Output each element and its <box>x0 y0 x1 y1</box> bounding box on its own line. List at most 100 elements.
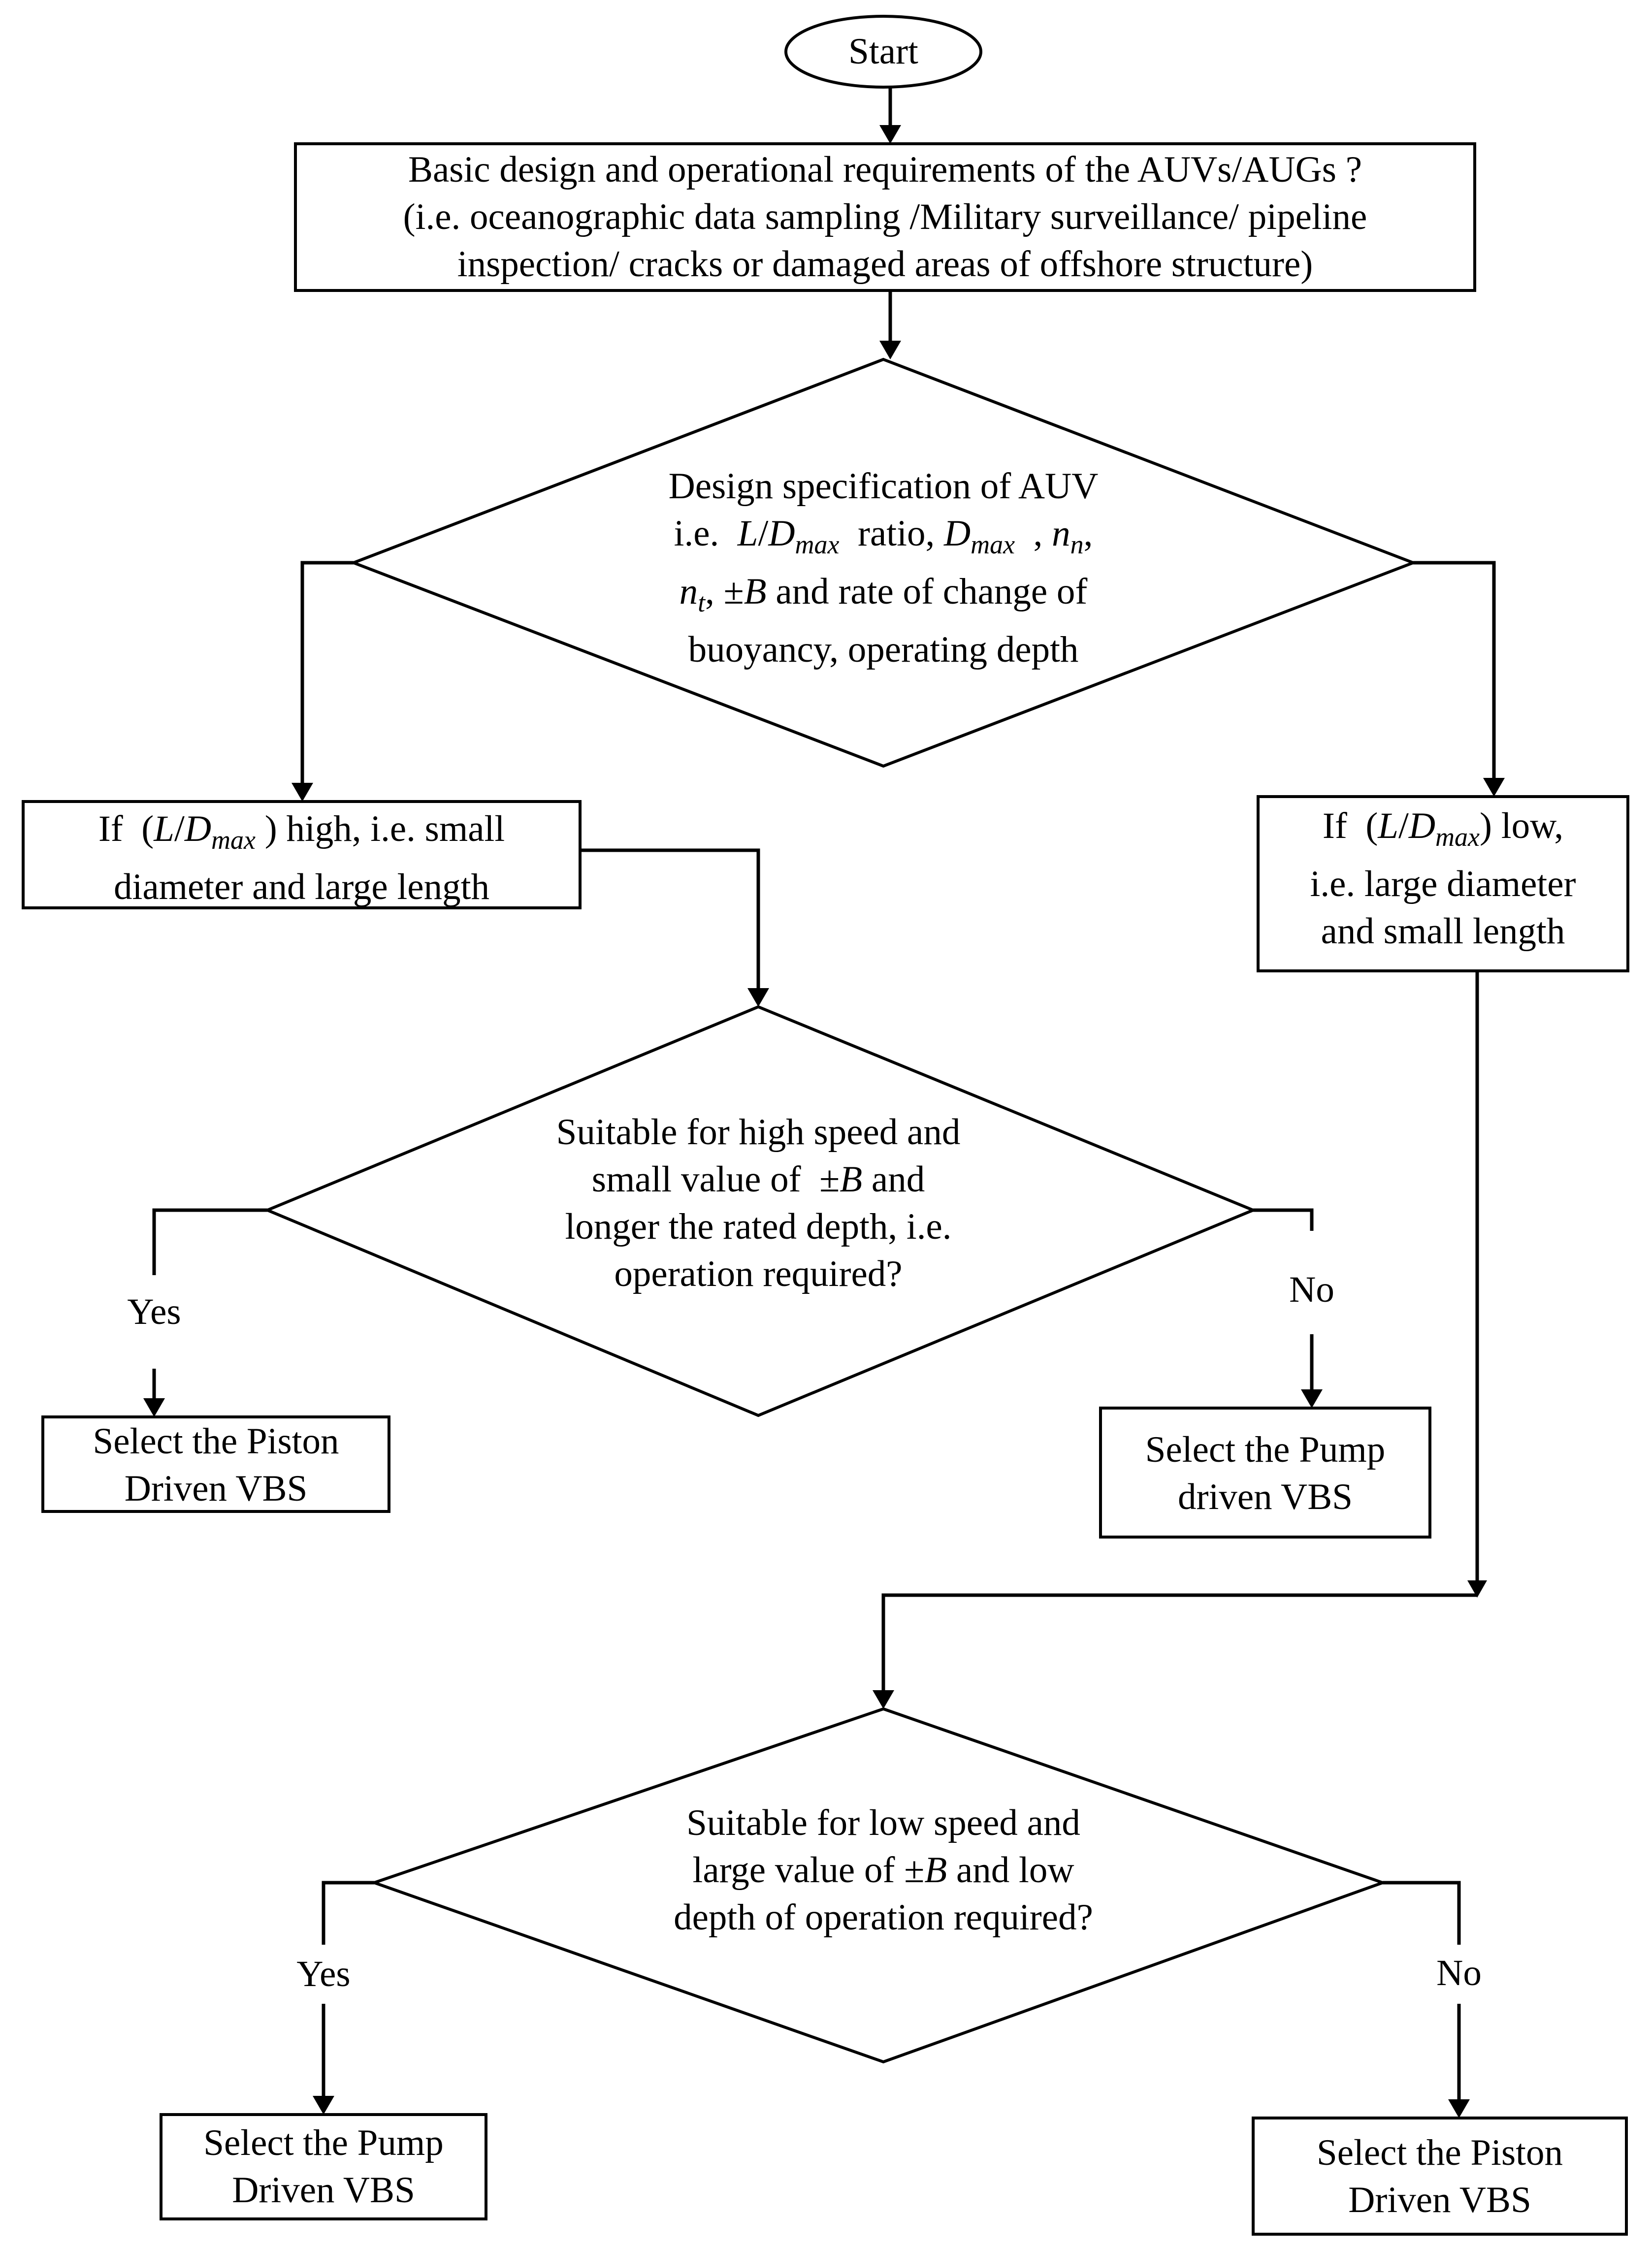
low-speed-line-1: Suitable for low speed and <box>686 1802 1080 1843</box>
high-speed-yes-label: Yes <box>127 1291 181 1332</box>
edge-start-to-requirements-arrowhead <box>879 125 901 144</box>
edge-low-speed-no-arrowhead <box>1448 2099 1470 2118</box>
edge-low-speed-yes-arrowhead <box>313 2096 334 2115</box>
low-ratio-text: If (L/Dmax) low, i.e. large diameter and… <box>1258 802 1628 955</box>
edge-high-ratio-to-high-speed-arrowhead <box>747 988 769 1007</box>
design-spec-line-3: nt, ±B and rate of change of <box>489 568 1277 626</box>
high-ratio-line-2: diameter and large length <box>114 867 489 908</box>
high-speed-small-value: small value of <box>591 1159 801 1200</box>
math-slash: / <box>758 513 769 554</box>
math-D: D <box>768 513 795 554</box>
high-ratio-high: high, i.e. small <box>286 808 505 849</box>
design-spec-line-4: buoyancy, operating depth <box>688 629 1079 671</box>
piston-2-line-2: Driven VBS <box>1348 2180 1531 2220</box>
start-label: Start <box>785 28 982 75</box>
requirements-text: Basic design and operational requirement… <box>295 146 1475 288</box>
edge-high-speed-no-arrowhead <box>1301 1389 1323 1408</box>
low-ratio-if: If <box>1322 805 1347 846</box>
edge-high-ratio-to-high-speed <box>580 848 760 990</box>
edge-low-ratio-to-low-speed-corner-arrowhead <box>1467 1580 1487 1598</box>
high-ratio-box <box>22 800 582 909</box>
math-D-4: D <box>1408 805 1436 846</box>
design-spec-line-1: Design specification of AUV <box>668 466 1099 507</box>
math-open-paren: ( <box>141 808 154 849</box>
math-slash-3: / <box>1398 805 1409 846</box>
math-close-paren: ) <box>264 808 277 849</box>
low-speed-yes-label: Yes <box>296 1954 351 1994</box>
math-pm-3: ± <box>904 1850 925 1891</box>
low-speed-line-3: depth of operation required? <box>674 1897 1093 1938</box>
piston-1-line-2: Driven VBS <box>124 1468 308 1509</box>
low-ratio-line-1: If (L/Dmax) low, <box>1258 802 1628 861</box>
math-max-sub-4: max <box>1435 822 1480 852</box>
edge-design-spec-to-low-ratio <box>1413 561 1496 780</box>
pump-2-line-2: Driven VBS <box>232 2170 415 2211</box>
requirements-line-2: (i.e. oceanographic data sampling /Milit… <box>403 196 1367 237</box>
high-speed-and: and <box>871 1159 925 1200</box>
edge-low-ratio-to-low-speed-arrowhead <box>873 1690 894 1709</box>
math-max-sub: max <box>795 530 840 560</box>
low-ratio-low: low, <box>1501 805 1564 846</box>
edge-design-spec-to-high-ratio <box>300 561 354 785</box>
high-speed-no-label: No <box>1289 1269 1334 1310</box>
math-close-paren-2: ) <box>1480 805 1492 846</box>
math-n-2: n <box>679 571 698 612</box>
math-L: L <box>737 513 758 554</box>
high-speed-line-4: operation required? <box>614 1253 903 1294</box>
edge-low-ratio-to-low-speed <box>881 971 1479 1692</box>
edge-low-speed-yes <box>322 1881 374 2098</box>
requirements-line-3: inspection/ cracks or damaged areas of o… <box>457 244 1313 285</box>
math-pm-2: ± <box>819 1159 840 1200</box>
low-speed-line-2: large value of ±B and low <box>588 1847 1179 1894</box>
high-speed-line-1: Suitable for high speed and <box>556 1112 961 1153</box>
piston-driven-vbs-box-1 <box>41 1415 390 1513</box>
edge-design-spec-to-high-ratio-arrowhead <box>292 783 313 802</box>
high-speed-line-2: small value of ±B and <box>463 1156 1054 1203</box>
edge-requirements-to-design-spec-arrowhead <box>879 341 901 359</box>
pump-driven-vbs-text-2: Select the Pump Driven VBS <box>161 2119 486 2214</box>
design-spec-line-2: i.e. L/Dmax ratio, Dmax , nn, <box>489 510 1277 568</box>
low-speed-text: Suitable for low speed and large value o… <box>588 1799 1179 1941</box>
high-ratio-text: If (L/Dmax ) high, i.e. small diameter a… <box>23 805 580 911</box>
piston-2-line-1: Select the Piston <box>1317 2132 1563 2173</box>
piston-driven-vbs-text-2: Select the Piston Driven VBS <box>1253 2129 1626 2224</box>
requirements-line-1: Basic design and operational requirement… <box>408 149 1362 190</box>
design-spec-decision <box>349 357 1418 768</box>
high-speed-decision <box>263 1005 1257 1417</box>
piston-driven-vbs-text-1: Select the Piston Driven VBS <box>43 1418 389 1512</box>
edge-high-speed-yes-arrowhead <box>143 1398 165 1417</box>
math-B-2: B <box>840 1159 863 1200</box>
low-speed-and-low: and low <box>956 1850 1074 1891</box>
pump-1-line-1: Select the Pump <box>1145 1429 1386 1470</box>
math-comma-2: , <box>1083 513 1093 554</box>
math-n-sub-t: t <box>698 588 706 618</box>
low-ratio-box <box>1257 795 1629 972</box>
piston-driven-vbs-box-2 <box>1252 2117 1628 2236</box>
low-speed-decision <box>369 1707 1388 2064</box>
start-terminal <box>784 15 982 89</box>
edge-high-speed-no <box>1253 1208 1314 1391</box>
math-comma-1: , <box>1033 513 1043 554</box>
math-max-sub-2: max <box>971 530 1015 560</box>
high-speed-line-3: longer the rated depth, i.e. <box>565 1206 952 1247</box>
pump-driven-vbs-box-1 <box>1099 1407 1431 1539</box>
edge-low-speed-no <box>1383 1881 1461 2101</box>
low-speed-large-value: large value of <box>692 1850 895 1891</box>
edge-high-speed-yes <box>152 1208 267 1400</box>
math-pm: ± <box>723 571 744 612</box>
math-B: B <box>744 571 767 612</box>
pump-driven-vbs-box-2 <box>160 2113 487 2220</box>
low-ratio-line-3: and small length <box>1321 911 1565 952</box>
piston-1-line-1: Select the Piston <box>93 1421 339 1462</box>
start-text: Start <box>848 31 918 72</box>
design-spec-ratio: ratio, <box>858 513 935 554</box>
math-L-3: L <box>1378 805 1399 846</box>
edge-design-spec-to-low-ratio-arrowhead <box>1483 778 1505 797</box>
math-n: n <box>1052 513 1070 554</box>
math-B-3: B <box>924 1850 947 1891</box>
math-D-2: D <box>943 513 971 554</box>
pump-1-line-2: driven VBS <box>1178 1477 1353 1517</box>
high-ratio-line-1: If (L/Dmax ) high, i.e. small <box>23 805 580 864</box>
pump-driven-vbs-text-1: Select the Pump driven VBS <box>1101 1426 1430 1521</box>
